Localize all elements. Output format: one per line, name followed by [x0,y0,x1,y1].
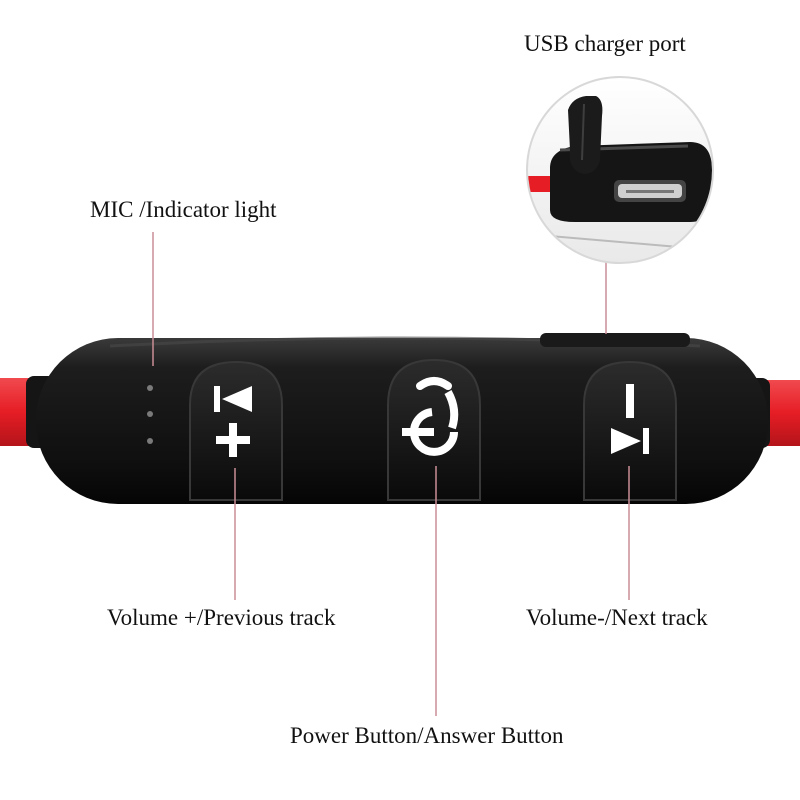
volume-down-next-button[interactable] [583,360,677,501]
usb-port-closeup [526,76,714,264]
next-track-volume-down-icon [611,384,649,454]
body-top-step [540,333,690,347]
power-answer-button[interactable] [387,358,481,501]
mic-dot [147,411,153,417]
volume-up-previous-label: Volume +/Previous track [107,605,336,630]
power-answer-label: Power Button/Answer Button [290,723,564,748]
power-icon [402,377,459,456]
volume-down-next-label: Volume-/Next track [526,605,708,630]
mic-dot [147,385,153,391]
volume-up-previous-button[interactable] [189,360,283,501]
prev-track-volume-up-icon [214,386,252,457]
usb-charger-port-label: USB charger port [524,31,686,56]
mic-dot [147,438,153,444]
mic-indicator-label: MIC /Indicator light [90,197,277,222]
